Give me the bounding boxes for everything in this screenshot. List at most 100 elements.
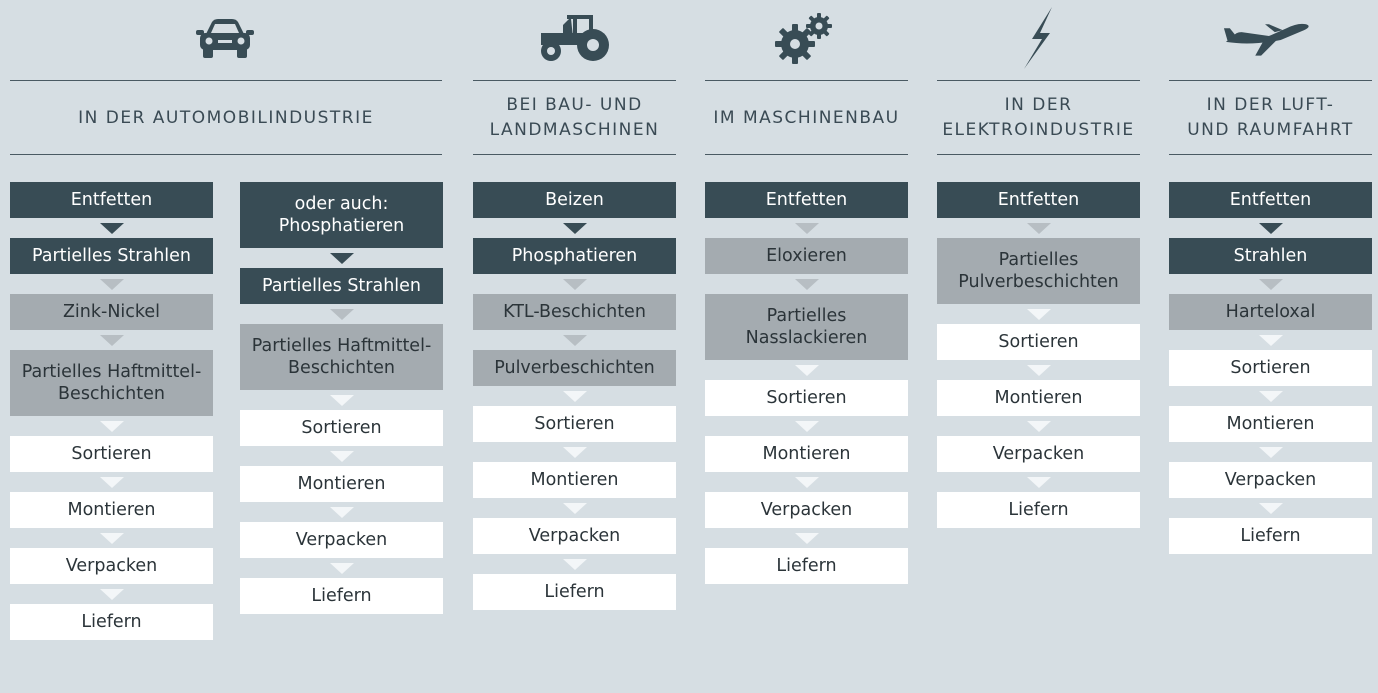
arrow-down-icon [99,476,124,488]
flow-arrow [240,390,443,410]
gears-icon [760,8,850,68]
process-step: Liefern [937,492,1140,528]
arrow-down-icon [1258,334,1283,346]
header-rule-top [10,80,442,81]
process-step: Eloxieren [705,238,908,274]
header-rule-bottom [1169,154,1372,155]
flow-arrow [1169,442,1372,462]
header-rule-top [705,80,908,81]
process-step: Sortieren [473,406,676,442]
arrow-down-icon [329,252,354,264]
arrow-down-icon [329,506,354,518]
arrow-down-icon [1258,446,1283,458]
process-step: Partielles Pulverbeschichten [937,238,1140,304]
arrow-down-icon [99,334,124,346]
header-rule-top [937,80,1140,81]
process-step: Sortieren [937,324,1140,360]
flow-arrow [10,416,213,436]
process-step: Verpacken [240,522,443,558]
process-step: Partielles Haftmittel- Beschichten [240,324,443,390]
arrow-down-icon [1026,308,1051,320]
industry-heading-electrical: IN DER ELEKTROINDUSTRIE [942,95,1135,140]
flow-arrow [1169,218,1372,238]
flow-arrow [473,274,676,294]
arrow-down-icon [329,562,354,574]
flow-arrow [937,218,1140,238]
process-step: Beizen [473,182,676,218]
process-step: Montieren [1169,406,1372,442]
arrow-down-icon [99,532,124,544]
flow-arrow [10,330,213,350]
flow-arrow [10,274,213,294]
flow-arrow [1169,386,1372,406]
flow-arrow [473,442,676,462]
process-step: Partielles Haftmittel- Beschichten [10,350,213,416]
process-step: Partielles Strahlen [10,238,213,274]
process-step: Liefern [10,604,213,640]
process-step: Harteloxal [1169,294,1372,330]
industry-heading-automotive: IN DER AUTOMOBILINDUSTRIE [78,107,374,128]
arrow-down-icon [794,222,819,234]
flow-arrow [473,498,676,518]
arrow-down-icon [329,394,354,406]
process-step: Strahlen [1169,238,1372,274]
process-step: oder auch: Phosphatieren [240,182,443,248]
process-step: Montieren [705,436,908,472]
lightning-icon [993,7,1083,69]
industry-heading-aerospace: IN DER LUFT- UND RAUMFAHRT [1187,95,1354,140]
process-step: Liefern [705,548,908,584]
process-step: Verpacken [705,492,908,528]
arrow-down-icon [329,450,354,462]
arrow-down-icon [99,222,124,234]
process-step: Sortieren [240,410,443,446]
flow-arrow [10,218,213,238]
flow-arrow [473,386,676,406]
arrow-down-icon [1258,390,1283,402]
arrow-down-icon [99,278,124,290]
header-rule-bottom [937,154,1140,155]
flow-arrow [705,274,908,294]
flow-arrow [1169,498,1372,518]
arrow-down-icon [1258,222,1283,234]
arrow-down-icon [794,420,819,432]
flow-arrow [705,472,908,492]
process-step: Sortieren [10,436,213,472]
process-step: Liefern [240,578,443,614]
flow-arrow [240,248,443,268]
flow-arrow [10,472,213,492]
flow-arrow [937,304,1140,324]
process-step: Liefern [473,574,676,610]
arrow-down-icon [1026,222,1051,234]
airplane-icon [1222,8,1312,68]
flow-arrow [705,528,908,548]
flow-arrow [937,360,1140,380]
arrow-down-icon [562,390,587,402]
flow-arrow [10,584,213,604]
arrow-down-icon [562,222,587,234]
process-step: Partielles Strahlen [240,268,443,304]
arrow-down-icon [562,334,587,346]
flow-arrow [473,554,676,574]
process-step: Zink-Nickel [10,294,213,330]
process-step: Sortieren [705,380,908,416]
header-rule-top [473,80,676,81]
flow-arrow [473,330,676,350]
process-step: Sortieren [1169,350,1372,386]
process-step: Partielles Nasslackieren [705,294,908,360]
flow-arrow [705,218,908,238]
process-step: Verpacken [10,548,213,584]
flow-arrow [240,558,443,578]
flow-arrow [240,304,443,324]
flow-arrow [1169,330,1372,350]
process-step: Montieren [10,492,213,528]
flow-arrow [937,416,1140,436]
arrow-down-icon [794,364,819,376]
arrow-down-icon [1258,502,1283,514]
flow-arrow [240,502,443,522]
process-step: Entfetten [937,182,1140,218]
arrow-down-icon [329,308,354,320]
